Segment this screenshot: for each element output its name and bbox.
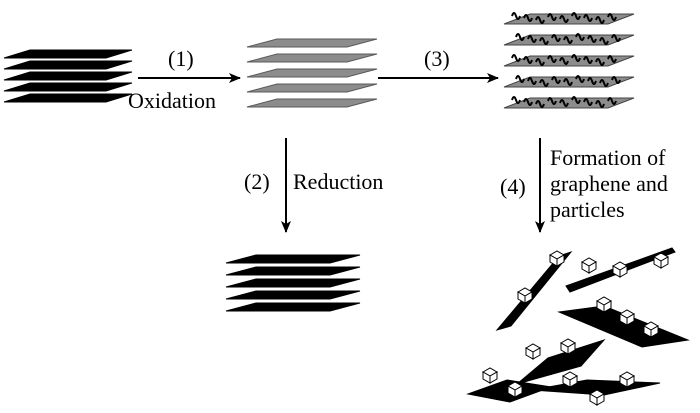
precursor-mark <box>511 96 521 104</box>
particle-cube <box>595 296 613 313</box>
precursor-mark <box>535 58 545 66</box>
precursor-mark <box>607 55 617 63</box>
precursor-mark <box>595 16 605 24</box>
step-4-label: (4) <box>500 174 526 199</box>
particle-cube <box>561 371 579 388</box>
precursor-mark <box>559 15 569 23</box>
precursor-mark <box>575 75 585 83</box>
precursor-mark <box>595 100 605 108</box>
precursor-mark <box>547 13 557 21</box>
precursor-mark <box>599 37 609 45</box>
step-1-label: (1) <box>168 46 194 71</box>
precursor-mark <box>583 98 593 106</box>
precursor-mark <box>571 54 581 62</box>
particle-cube <box>580 257 598 274</box>
precursor-mark <box>527 35 537 43</box>
precursor-mark <box>611 76 621 84</box>
sheet-shape <box>225 290 361 300</box>
formation-label-line-1: Formation of <box>550 145 666 170</box>
sheet-shape <box>3 71 133 81</box>
precursor-mark <box>575 33 585 41</box>
particle-cube <box>559 338 577 355</box>
precursor-mark <box>587 77 597 85</box>
precursor-mark <box>539 37 549 45</box>
precursor-mark <box>551 34 561 42</box>
precursor-mark <box>559 99 569 107</box>
precursor-mark <box>547 97 557 105</box>
precursor-mark <box>527 77 537 85</box>
sheet-shape <box>3 60 133 70</box>
precursor-mark <box>563 36 573 44</box>
formation-label-line-2: graphene and <box>550 171 668 196</box>
graphene-oxide-with-precursors-icon <box>503 12 635 109</box>
sheet-shape <box>246 53 378 63</box>
precursor-mark <box>523 56 533 64</box>
precursor-mark <box>607 97 617 105</box>
sheet-shape <box>225 254 361 264</box>
particle-cube <box>588 389 606 406</box>
sheet-shape <box>225 278 361 288</box>
graphene-sheet <box>557 305 690 348</box>
oxidation-label: Oxidation <box>128 88 216 113</box>
sheet-shape <box>246 98 378 108</box>
particle-cube <box>548 250 566 267</box>
precursor-mark <box>583 14 593 22</box>
formation-label: Formation of graphene and particles <box>550 145 668 223</box>
precursor-mark <box>563 78 573 86</box>
precursor-mark <box>551 76 561 84</box>
particle-cube <box>506 381 524 398</box>
precursor-mark <box>539 79 549 87</box>
precursor-mark <box>607 13 617 21</box>
particle-cube <box>516 287 534 304</box>
precursor-mark <box>571 96 581 104</box>
precursor-mark <box>595 58 605 66</box>
particle-cube <box>618 309 636 326</box>
graphite-stack-icon <box>3 49 133 103</box>
step-3-label: (3) <box>424 46 450 71</box>
graphite-oxide-stack-icon <box>246 38 378 108</box>
precursor-mark <box>511 54 521 62</box>
precursor-mark <box>547 55 557 63</box>
sheet-shape <box>3 93 133 103</box>
particle-cube <box>652 252 670 269</box>
graphene-with-particles-icon <box>466 247 690 406</box>
graphene-sheet <box>516 338 606 385</box>
reduction-label: Reduction <box>293 169 384 194</box>
sheet-shape <box>3 82 133 92</box>
precursor-mark <box>587 35 597 43</box>
precursor-mark <box>523 98 533 106</box>
precursor-mark <box>511 12 521 20</box>
precursor-mark <box>571 12 581 20</box>
particle-cube <box>481 367 499 384</box>
reduced-graphene-stack-icon <box>225 254 361 312</box>
sheet-shape <box>225 302 361 312</box>
graphene-sheet <box>495 250 573 331</box>
sheet-shape <box>225 266 361 276</box>
step-2-label: (2) <box>244 169 270 194</box>
precursor-mark <box>535 100 545 108</box>
precursor-mark <box>559 57 569 65</box>
particle-cube <box>618 371 636 388</box>
formation-label-line-3: particles <box>550 197 625 222</box>
sheet-shape <box>3 49 133 59</box>
sheet-shape <box>246 38 378 48</box>
particle-cube <box>524 343 542 360</box>
sheet-shape <box>246 83 378 93</box>
precursor-mark <box>515 33 525 41</box>
precursor-mark <box>599 79 609 87</box>
precursor-mark <box>583 56 593 64</box>
precursor-mark <box>515 75 525 83</box>
precursor-mark <box>611 34 621 42</box>
particle-cube <box>642 321 660 338</box>
precursor-mark <box>535 16 545 24</box>
precursor-mark <box>523 14 533 22</box>
particle-cube <box>611 261 629 278</box>
sheet-shape <box>246 68 378 78</box>
